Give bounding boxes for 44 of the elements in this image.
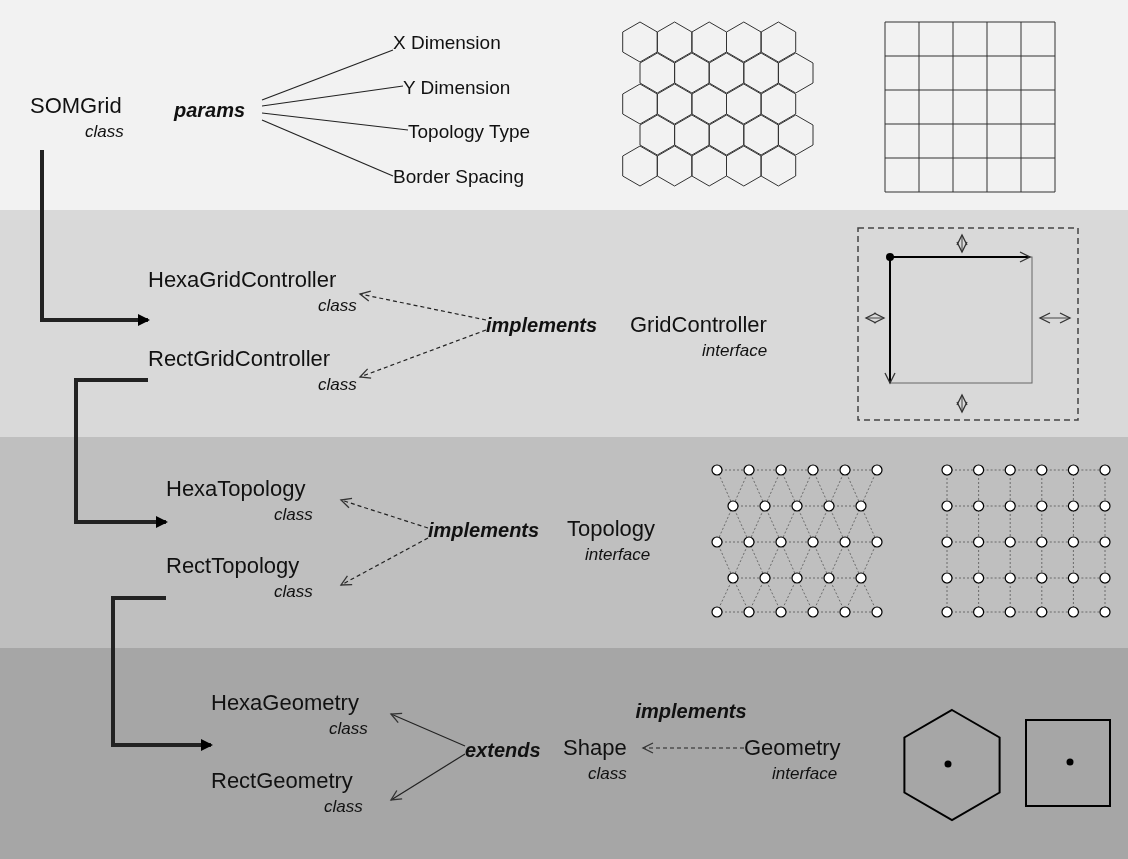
class-name: HexaGridController	[148, 266, 337, 294]
parameter-label: X Dimension	[393, 31, 501, 55]
type-label: class	[273, 581, 313, 603]
class-name: Topology	[567, 515, 656, 543]
type-label: class	[328, 718, 368, 740]
type-label: interface	[771, 763, 838, 785]
arrow	[111, 596, 213, 751]
type-label: class	[587, 763, 627, 785]
class-name: HexaGeometry	[211, 689, 359, 717]
class-name: RectGridController	[148, 345, 331, 373]
arrow	[642, 742, 745, 754]
relation-label: implements	[486, 313, 598, 338]
class-name: HexaTopology	[166, 475, 306, 503]
class-name: GridController	[630, 311, 767, 339]
class-name: RectTopology	[166, 552, 300, 580]
type-label: class	[84, 121, 124, 143]
class-name: Shape	[563, 734, 627, 762]
type-label: class	[273, 504, 313, 526]
arrow	[359, 329, 487, 379]
type-label: class	[317, 295, 357, 317]
arrow	[359, 290, 487, 321]
arrow	[340, 497, 429, 529]
connector-line	[261, 49, 394, 101]
relation-label: extends	[465, 738, 541, 763]
type-label: class	[323, 796, 363, 818]
type-label: interface	[701, 340, 768, 362]
class-name: SOMGrid	[30, 92, 122, 120]
parameter-label: Border Spacing	[393, 165, 524, 189]
arrow	[40, 150, 150, 326]
arrow	[74, 378, 168, 528]
parameter-label: Topology Type	[408, 120, 531, 144]
connector-line	[261, 119, 394, 177]
connector-line	[261, 112, 409, 131]
arrow	[390, 753, 466, 801]
connector-line	[261, 85, 404, 107]
class-name: Geometry	[744, 734, 841, 762]
class-name: RectGeometry	[211, 767, 353, 795]
arrow	[390, 712, 466, 747]
type-label: interface	[584, 544, 651, 566]
parameter-label: Y Dimension	[403, 76, 511, 100]
arrow	[340, 537, 429, 586]
relation-label: implements	[428, 518, 540, 543]
type-label: class	[317, 374, 357, 396]
relation-label: params	[174, 98, 246, 123]
